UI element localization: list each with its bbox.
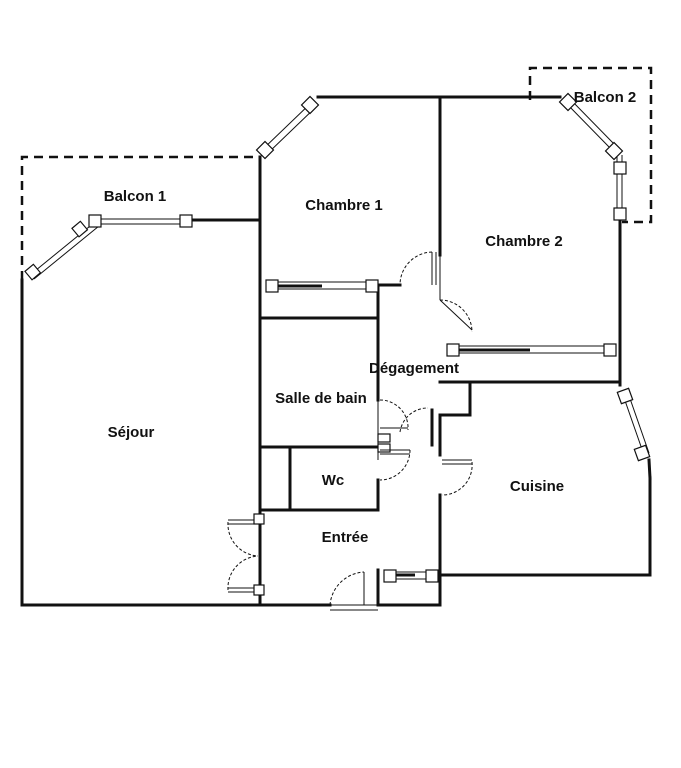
label-degagement: Dégagement xyxy=(369,360,459,377)
walls xyxy=(20,95,652,607)
chambre-2-closet xyxy=(446,343,617,357)
chambre-1-window xyxy=(255,95,320,160)
wc-door xyxy=(379,449,411,481)
cuisine-door xyxy=(441,459,473,496)
label-salle-de-bain: Salle de bain xyxy=(275,390,367,407)
label-cuisine: Cuisine xyxy=(510,478,564,495)
entrance-door xyxy=(329,571,378,611)
room-labels: Balcon 1 Balcon 2 Chambre 1 Chambre 2 Dé… xyxy=(104,89,637,546)
chambre-1-door xyxy=(399,251,437,286)
wall-deg-closet xyxy=(438,380,472,417)
sliding-doors xyxy=(265,279,617,583)
label-balcon-2: Balcon 2 xyxy=(574,89,637,106)
exterior-wall-kitchen xyxy=(438,476,652,577)
doors xyxy=(227,251,473,611)
label-wc: Wc xyxy=(322,472,345,489)
balcon-1-window xyxy=(24,214,193,281)
label-entree: Entrée xyxy=(322,529,369,546)
label-chambre-1: Chambre 1 xyxy=(305,197,383,214)
label-balcon-1: Balcon 1 xyxy=(104,188,167,205)
balcon-2-window xyxy=(558,92,627,221)
balcony-1-outline xyxy=(20,155,258,280)
balcony-2-outline xyxy=(528,66,653,224)
entree-closet xyxy=(383,569,439,583)
label-sejour: Séjour xyxy=(108,424,155,441)
degagement-door xyxy=(399,407,429,433)
exterior-wall-west-south xyxy=(20,278,332,607)
cuisine-window xyxy=(616,387,652,480)
windows xyxy=(24,92,652,480)
chambre-2-door xyxy=(439,299,473,333)
balcony-outlines xyxy=(20,66,653,280)
label-chambre-2: Chambre 2 xyxy=(485,233,563,250)
bath-small-posts xyxy=(377,433,391,453)
salle-de-bain-door xyxy=(379,399,409,431)
sejour-double-door xyxy=(227,513,265,596)
chambre-1-closet xyxy=(265,279,379,293)
